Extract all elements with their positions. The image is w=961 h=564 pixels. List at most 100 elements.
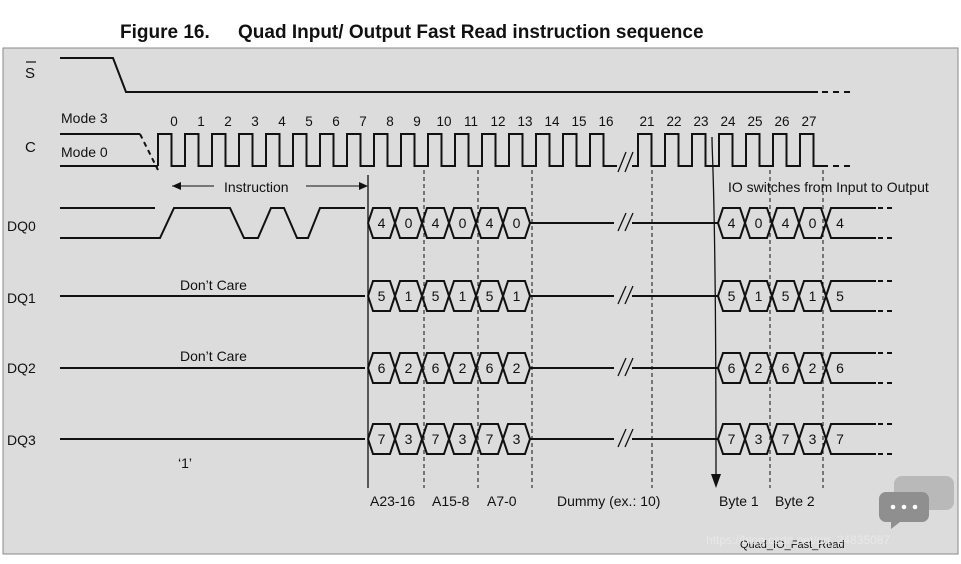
- dq2-data-bit: 6: [728, 360, 736, 376]
- io-switch-arrow-line: [711, 136, 717, 476]
- dq1-addr-bit: 1: [513, 288, 521, 304]
- dq3-one-label: ‘1’: [178, 455, 192, 471]
- dq1-addr-bit: 5: [378, 288, 386, 304]
- clock-number: 15: [571, 114, 586, 129]
- clock-number: 9: [413, 114, 421, 129]
- dq3-open-cell: [825, 423, 876, 455]
- dq1-data-bit: 5: [782, 288, 790, 304]
- clock-number: 26: [774, 114, 789, 129]
- phase-a7-0: A7-0: [487, 493, 517, 509]
- clock-number: 14: [544, 114, 560, 129]
- figure-number: Figure 16.: [120, 22, 210, 43]
- clock-waveform-first: [157, 133, 617, 167]
- dq2-data-bit: 2: [755, 360, 763, 376]
- chat-bubble-icon: [879, 476, 954, 529]
- dq3-addr-bit: 7: [378, 431, 386, 447]
- diagram-panel: [2, 47, 959, 555]
- clock-number: 0: [170, 114, 178, 129]
- dq2-break-marks: [617, 357, 634, 377]
- signal-dq3-label: DQ3: [7, 432, 36, 448]
- bus-cell-outline: [367, 423, 531, 455]
- dq0-data-bit: 4: [836, 215, 844, 231]
- watermark: https://blog.csdn.net/qq_24835087: [706, 533, 890, 547]
- phase-dummy: Dummy (ex.: 10): [557, 493, 660, 509]
- bus-cell-outline: [717, 423, 827, 455]
- dq2-addr-bit: 6: [486, 360, 494, 376]
- clock-number: 4: [278, 114, 286, 129]
- dq0-break-marks: [617, 212, 634, 232]
- clock-number: 24: [720, 114, 736, 129]
- dq0-open-cell: [825, 207, 876, 239]
- dq3-addr-bit: 7: [486, 431, 494, 447]
- clock-number: 6: [332, 114, 340, 129]
- bus-cell-outline: [717, 207, 827, 239]
- clock-number: 21: [639, 114, 654, 129]
- dq0-addr-bit: 0: [459, 215, 467, 231]
- dq0-addr-bit: 4: [432, 215, 440, 231]
- clock-number: 25: [747, 114, 762, 129]
- dq2-data-bit: 6: [782, 360, 790, 376]
- dq3-addr-bit: 7: [432, 431, 440, 447]
- dq0-instruction-waveform: [60, 207, 365, 239]
- clock-number: 23: [693, 114, 708, 129]
- dq1-break-marks: [617, 285, 634, 305]
- dq0-addr-bit: 4: [378, 215, 386, 231]
- bus-cell-outline: [367, 352, 531, 384]
- dq1-addr-bit: 1: [459, 288, 467, 304]
- bus-cell-outline: [717, 280, 827, 312]
- bus-cell-outline: [717, 352, 827, 384]
- dq0-addr-bit: 0: [405, 215, 413, 231]
- figure-title: Quad Input/ Output Fast Read instruction…: [238, 22, 704, 43]
- dq1-data-bit: 1: [809, 288, 817, 304]
- dq1-data-bit: 1: [755, 288, 763, 304]
- phase-a15-8: A15-8: [432, 493, 470, 509]
- signal-s-label: S: [25, 65, 35, 82]
- figure-code: Quad_IO_Fast_Read: [740, 539, 845, 551]
- clock-number: 10: [436, 114, 451, 129]
- phase-byte2: Byte 2: [775, 493, 815, 509]
- dq2-addr-bit: 6: [432, 360, 440, 376]
- mode3-label: Mode 3: [61, 110, 108, 126]
- clock-number: 7: [359, 114, 367, 129]
- dq3-data-bit: 3: [809, 431, 817, 447]
- dq2-open-cell: [825, 352, 876, 384]
- dq1-data-bit: 5: [728, 288, 736, 304]
- signal-dq0-label: DQ0: [7, 218, 36, 234]
- bus-cell-outline: [367, 207, 531, 239]
- dq0-data-bit: 0: [809, 215, 817, 231]
- dq3-data-bit: 3: [755, 431, 763, 447]
- s-waveform: [60, 57, 818, 93]
- instruction-label: Instruction: [224, 179, 289, 195]
- instruction-arrow: [172, 182, 368, 190]
- dq3-open-cell-dash: [878, 423, 896, 455]
- clock-waveform-second: [632, 133, 827, 167]
- dq3-break-marks: [617, 428, 634, 448]
- dq1-open-cell: [825, 280, 876, 312]
- signal-dq2-label: DQ2: [7, 360, 36, 376]
- dq0-addr-bit: 4: [486, 215, 494, 231]
- mode3-transition: [139, 133, 159, 171]
- dq2-addr-bit: 2: [513, 360, 521, 376]
- dq3-addr-bit: 3: [459, 431, 467, 447]
- clock-break-marks: [617, 151, 634, 173]
- phase-guides: [367, 170, 824, 488]
- clock-number: 2: [224, 114, 232, 129]
- dq0-open-cell-dash: [878, 207, 896, 239]
- dq2-addr-bit: 2: [459, 360, 467, 376]
- dq3-addr-bit: 3: [513, 431, 521, 447]
- dq3-data-bit: 7: [782, 431, 790, 447]
- phase-byte1: Byte 1: [719, 493, 759, 509]
- dq1-dont-care-label: Don’t Care: [180, 277, 247, 293]
- dq1-addr-bit: 1: [405, 288, 413, 304]
- clock-number: 11: [464, 114, 478, 129]
- dq2-data-bit: 2: [809, 360, 817, 376]
- clock-number: 13: [517, 114, 532, 129]
- clock-number: 8: [386, 114, 394, 129]
- dq2-open-cell-dash: [878, 352, 896, 384]
